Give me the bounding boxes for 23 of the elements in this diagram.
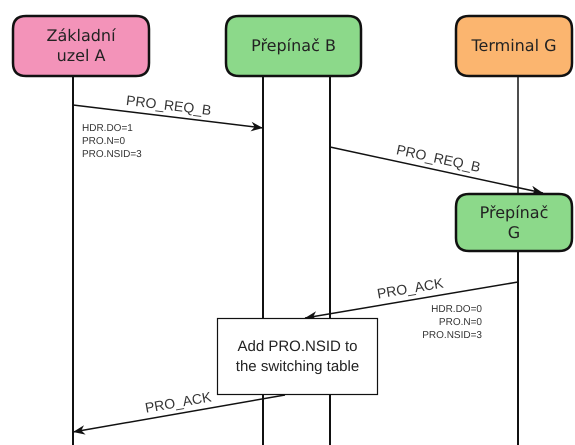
participant-name: Terminal G [470, 36, 558, 56]
message-arrow [72, 104, 264, 132]
note-text: Add PRO.NSID to the switching table [234, 336, 360, 376]
participant-box [455, 15, 573, 77]
lifeline [517, 252, 519, 445]
message-arrow [72, 394, 286, 435]
participant-name: Přepínač B [250, 36, 337, 56]
participant-name: Přepínač G [478, 202, 550, 242]
participant-box [12, 15, 150, 77]
edge-label: PRO_REQ_B [125, 91, 212, 118]
participant-name: Základní uzel A [45, 26, 117, 66]
lifeline [72, 77, 74, 445]
lifeline [517, 77, 519, 193]
field-values-note: HDR.DO=1 PRO.N=0 PRO.NSID=3 [82, 122, 143, 161]
note-box [217, 318, 378, 395]
lifeline [329, 77, 331, 445]
edge-label: PRO_ACK [376, 274, 444, 302]
participant-box [455, 193, 573, 252]
participant-box [225, 15, 362, 77]
message-arrow [330, 146, 544, 196]
field-values-note: HDR.DO=0 PRO.N=0 PRO.NSID=3 [421, 303, 482, 342]
lifeline [262, 77, 264, 445]
edge-label: PRO_ACK [143, 388, 212, 416]
